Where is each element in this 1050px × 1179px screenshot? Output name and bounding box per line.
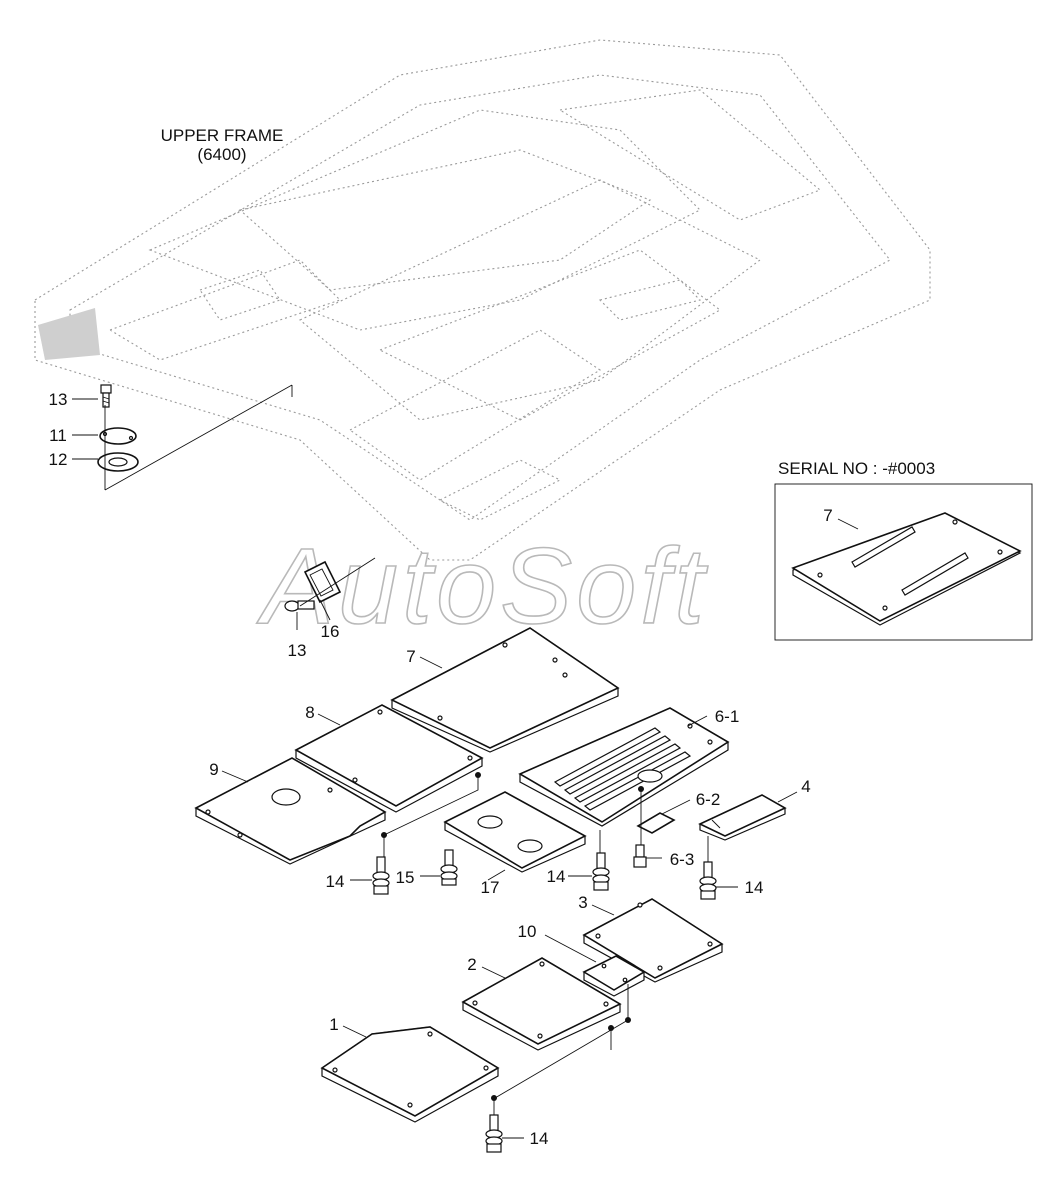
callout-13-upper: 13 bbox=[49, 390, 68, 409]
callout-6-2: 6-2 bbox=[696, 790, 721, 809]
part-9-plate bbox=[194, 757, 387, 865]
callout-10: 10 bbox=[518, 922, 537, 941]
callout-6-3: 6-3 bbox=[670, 850, 695, 869]
serial-box bbox=[774, 483, 1033, 641]
callout-14-center: 14 bbox=[547, 867, 566, 886]
frame-label: UPPER FRAME bbox=[161, 126, 284, 145]
part-6-1-louvered-plate bbox=[518, 707, 730, 827]
callout-13-middle: 13 bbox=[288, 641, 307, 660]
alignment-lines-lower bbox=[494, 984, 629, 1099]
callout-14-left: 14 bbox=[326, 872, 345, 891]
leader-3 bbox=[591, 904, 615, 916]
part-14-bolt-center bbox=[592, 852, 610, 891]
leader-6-1 bbox=[687, 715, 708, 727]
part-1-plate bbox=[320, 1026, 500, 1123]
leader-9 bbox=[221, 770, 249, 783]
callout-15: 15 bbox=[396, 868, 415, 887]
leaders-middle bbox=[296, 557, 376, 630]
callout-2: 2 bbox=[467, 955, 476, 974]
callout-3: 3 bbox=[578, 893, 587, 912]
part-8-plate bbox=[294, 704, 484, 813]
part-14-bolt-right bbox=[699, 861, 717, 900]
leader-2 bbox=[481, 966, 506, 979]
leader-8 bbox=[317, 713, 341, 726]
callout-17: 17 bbox=[481, 878, 500, 897]
callout-lines-upper-left bbox=[72, 398, 98, 460]
part-14-bolt-left bbox=[372, 856, 390, 895]
part-17-plate bbox=[443, 791, 587, 873]
leader-4 bbox=[777, 791, 798, 803]
part-11-cover bbox=[99, 427, 137, 445]
part-13-bolt-upper bbox=[100, 384, 112, 408]
part-14-bolt-bottom bbox=[485, 1114, 503, 1153]
part-7-plate bbox=[390, 627, 620, 753]
part-6-2-cover bbox=[636, 812, 676, 834]
callout-7-serial: 7 bbox=[823, 506, 832, 525]
part-7-serial-variant bbox=[791, 512, 1022, 626]
leader-1 bbox=[342, 1025, 367, 1038]
callout-16: 16 bbox=[321, 622, 340, 641]
callout-7: 7 bbox=[406, 647, 415, 666]
part-16-bracket bbox=[303, 560, 342, 604]
part-4-plate bbox=[698, 794, 787, 841]
callout-12: 12 bbox=[49, 450, 68, 469]
part-2-plate bbox=[461, 957, 622, 1051]
alignment-lines bbox=[383, 775, 709, 862]
leader-upper-left bbox=[104, 384, 293, 491]
callout-14-right: 14 bbox=[745, 878, 764, 897]
part-10-plate bbox=[582, 955, 646, 997]
upper-frame-outline bbox=[34, 39, 931, 561]
part-12-gasket bbox=[97, 452, 139, 472]
callout-9: 9 bbox=[209, 760, 218, 779]
leader-10 bbox=[544, 934, 597, 963]
frame-code: (6400) bbox=[197, 145, 246, 164]
callout-6-1: 6-1 bbox=[715, 707, 740, 726]
part-13-bolt-middle bbox=[284, 600, 315, 612]
leader-7-serial bbox=[837, 518, 859, 530]
leader-17 bbox=[487, 869, 506, 881]
callout-14-bottom: 14 bbox=[530, 1129, 549, 1148]
part-15-bolt bbox=[440, 849, 458, 886]
callout-8: 8 bbox=[305, 703, 314, 722]
part-6-3-bolt bbox=[633, 844, 647, 868]
leader-6-2 bbox=[661, 799, 691, 815]
leader-7 bbox=[419, 656, 443, 669]
callout-1: 1 bbox=[329, 1015, 338, 1034]
callout-11: 11 bbox=[49, 426, 67, 445]
callout-4: 4 bbox=[801, 777, 810, 796]
serial-label: SERIAL NO : -#0003 bbox=[778, 459, 935, 478]
